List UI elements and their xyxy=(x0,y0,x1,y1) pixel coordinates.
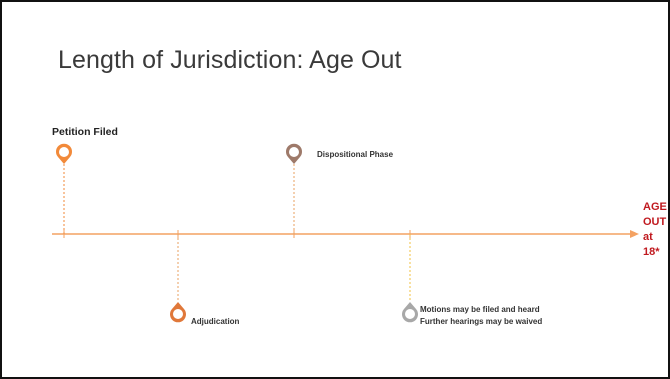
motions-line-1: Motions may be filed and heard xyxy=(420,305,540,314)
dispositional-marker-icon xyxy=(286,143,302,164)
petition-filed-label: Petition Filed xyxy=(52,126,118,138)
adjudication-marker-icon xyxy=(169,302,186,323)
age-out-line-4: 18* xyxy=(643,246,660,258)
motions-marker-icon xyxy=(401,302,418,323)
adjudication-label: Adjudication xyxy=(191,317,240,326)
age-out-line-3: at xyxy=(643,231,653,243)
motions-label: Motions may be filed and heard Further h… xyxy=(420,304,542,328)
timeline-arrowhead xyxy=(630,230,639,238)
dispositional-phase-label: Dispositional Phase xyxy=(317,150,394,159)
age-out-line-1: AGE xyxy=(643,201,667,213)
slide-title: Length of Jurisdiction: Age Out xyxy=(58,46,402,74)
age-out-line-2: OUT xyxy=(643,216,667,228)
motions-line-2: Further hearings may be waived xyxy=(420,317,543,326)
age-out-label: AGE OUT at 18* xyxy=(643,200,667,260)
petition-marker-icon xyxy=(56,143,72,164)
